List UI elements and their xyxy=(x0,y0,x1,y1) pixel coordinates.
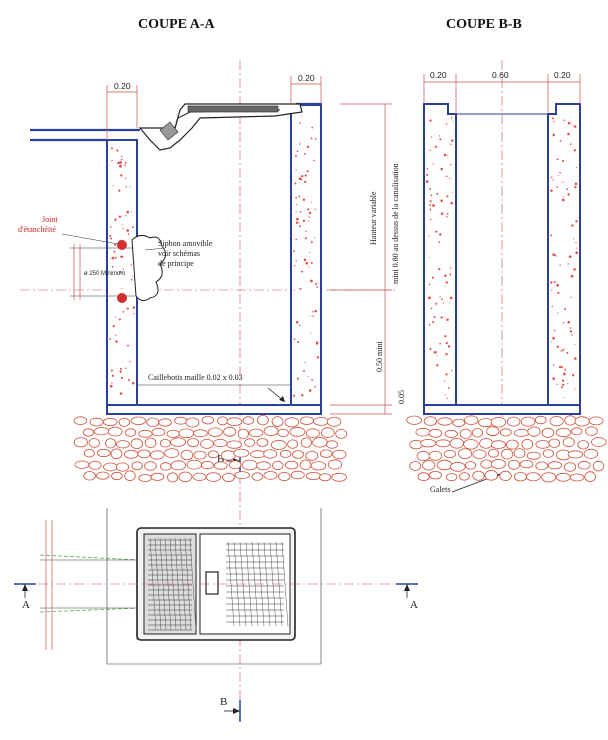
siphon-label-line3: de principe xyxy=(158,259,194,268)
section-bb-title: COUPE B-B xyxy=(446,17,522,32)
concrete-texture xyxy=(293,107,320,397)
bb-left-wall xyxy=(423,103,457,406)
pebble-bed-aa xyxy=(73,415,348,483)
joint-label-line2: d'étanchéité xyxy=(18,225,56,234)
height-minimum-label: mini 0.80 au dessus de la canalisation xyxy=(391,163,400,284)
section-b-mark-bottom: B xyxy=(220,696,227,708)
section-b-mark-top: B xyxy=(217,453,224,465)
section-a-mark-right: A xyxy=(410,599,418,611)
pipe-diameter-label: ø 250 Minimum xyxy=(84,271,125,277)
galets-label: Galets xyxy=(430,485,450,494)
grate-frame-section xyxy=(138,103,303,151)
bb-right-wall-dimension: 0.20 xyxy=(554,70,571,80)
siphon-cloud xyxy=(131,234,166,302)
section-a-mark-left: A xyxy=(22,599,30,611)
bb-inner-dimension: 0.60 xyxy=(492,70,509,80)
section-aa-title: COUPE A-A xyxy=(138,17,216,32)
bb-left-wall-dimension: 0.20 xyxy=(430,70,447,80)
pebble-bed-bb xyxy=(406,415,607,483)
bb-bottom-slab xyxy=(423,404,581,415)
joint-label-line1: Joint xyxy=(42,215,58,224)
height-005-label: 0.05 xyxy=(397,390,406,404)
aa-right-wall-dimension: 0.20 xyxy=(298,73,315,83)
height-050-label: 0.50 mini xyxy=(375,341,384,372)
section-bb-drawing xyxy=(423,60,581,493)
section-aa-drawing xyxy=(20,60,395,720)
caillebotis-label: Caillebotis maille 0.02 x 0.03 xyxy=(148,373,243,382)
concrete-texture xyxy=(550,117,579,399)
height-variable-label: Hauteur variable xyxy=(369,191,378,245)
concrete-texture xyxy=(109,147,136,395)
seal-joint-bottom xyxy=(117,293,127,303)
aa-left-wall-dimension: 0.20 xyxy=(114,81,131,91)
aa-bottom-slab xyxy=(106,404,322,415)
concrete-texture xyxy=(425,116,454,400)
aa-right-wall xyxy=(290,104,322,411)
siphon-label-line2: voir schémas xyxy=(158,249,200,258)
siphon-label-line1: Siphon amovible xyxy=(158,239,213,248)
plan-view xyxy=(14,508,418,722)
seal-joint-top xyxy=(117,240,127,250)
